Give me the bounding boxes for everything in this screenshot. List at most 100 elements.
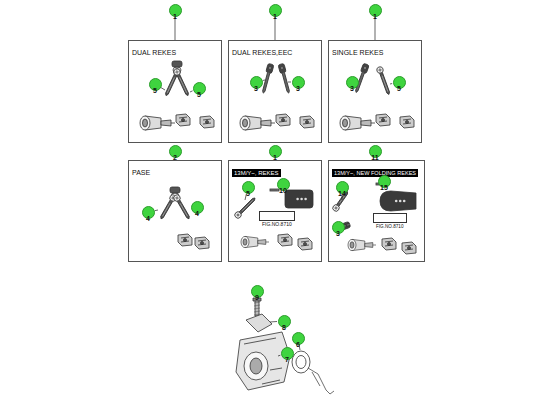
callout-marker: 11 [369, 145, 382, 158]
callout-marker: 5 [242, 181, 255, 194]
kit-panel: SINGLE REKES [328, 40, 422, 143]
leader-line [270, 321, 277, 323]
callout-marker: 7 [281, 347, 294, 360]
part-drawing [200, 116, 214, 128]
figure-reference: FIG.NO.8710 [376, 224, 404, 230]
callout-number: 3 [350, 85, 354, 92]
callout-marker: 4 [191, 201, 204, 214]
figure-reference: FIG.NO.8710 [262, 221, 292, 227]
leader-line [175, 17, 176, 40]
part-drawing [376, 114, 390, 126]
callout-marker: 2 [169, 145, 182, 158]
part-drawing [382, 238, 396, 250]
part-drawing [278, 234, 292, 246]
model-year-band: 13M/Y~, NEW FOLDING REKES [332, 169, 418, 177]
callout-number: 1 [273, 13, 277, 20]
callout-marker: 5 [193, 82, 206, 95]
kit-panel: 13M/Y~, NEW FOLDING REKES FIG.NO.8710 [328, 160, 425, 262]
part-drawing [270, 189, 279, 191]
part-drawing [276, 114, 290, 126]
leader-line [161, 88, 165, 90]
callout-number: 9 [255, 294, 259, 301]
leader-line [155, 210, 158, 212]
part-drawing [163, 68, 181, 97]
panel-heading: DUAL REKES [132, 48, 176, 57]
callout-number: 3 [336, 230, 340, 237]
part-drawing [380, 191, 416, 211]
callout-marker: 3 [292, 76, 305, 89]
leader-line [275, 17, 276, 40]
callout-number: 4 [146, 215, 150, 222]
callout-number: 5 [246, 190, 250, 197]
part-drawing [140, 116, 175, 130]
callout-number: 5 [397, 85, 401, 92]
leader-line [390, 83, 392, 84]
part-drawing [241, 236, 269, 247]
callout-number: 15 [380, 184, 388, 191]
model-year-band: 13M/Y~, REKES [232, 169, 281, 177]
part-drawing [298, 238, 312, 250]
callout-number: 11 [371, 154, 378, 161]
leader-line [288, 82, 291, 83]
part-drawing [340, 116, 375, 130]
callout-marker: 9 [251, 285, 264, 298]
callout-number: 14 [338, 190, 346, 197]
part-drawing [332, 190, 351, 213]
callout-number: 1 [173, 13, 177, 20]
callout-number: 10 [279, 187, 287, 194]
callout-marker: 10 [277, 178, 290, 191]
callout-number: 5 [197, 91, 201, 98]
leader-line [375, 17, 376, 40]
callout-marker: 3 [332, 221, 345, 234]
callout-number: 1 [373, 13, 377, 20]
figure-reference-box: FIG.NO.8710 [373, 213, 407, 223]
callout-marker: 5 [393, 76, 406, 89]
kit-panel: DUAL REKES,EEC [228, 40, 322, 143]
leader-line [190, 91, 193, 92]
figure-reference-box: FIG.NO.8710 [259, 211, 295, 221]
part-drawing [400, 116, 414, 128]
leader-line [263, 80, 265, 81]
callout-marker: 3 [250, 76, 263, 89]
part-drawing [173, 194, 192, 221]
callout-marker: 6 [292, 332, 305, 345]
callout-marker: 3 [346, 76, 359, 89]
callout-number: 4 [195, 210, 199, 217]
kit-panel: 13M/Y~, REKES FIG.NO.8710 [228, 160, 322, 262]
leader-line [278, 355, 280, 357]
part-drawing [240, 116, 275, 130]
part-drawing [402, 242, 416, 254]
part-drawing [300, 116, 314, 128]
kit-panel: DUAL REKES [128, 40, 222, 143]
part-drawing [173, 68, 191, 97]
callout-marker: 1 [269, 145, 282, 158]
callout-marker: 15 [378, 175, 391, 188]
callout-marker: 14 [336, 181, 349, 194]
panel-heading: PASE [132, 168, 150, 177]
callout-number: 3 [254, 85, 258, 92]
part-drawing [278, 63, 292, 94]
callout-marker: 1 [269, 4, 282, 17]
part-drawing [260, 63, 274, 94]
leader-lines [155, 17, 392, 356]
part-drawing [236, 298, 334, 394]
panel-heading: DUAL REKES,EEC [232, 48, 292, 57]
part-drawing [178, 234, 192, 246]
part-drawing [348, 239, 376, 250]
callout-marker: 1 [169, 4, 182, 17]
callout-number: 8 [282, 324, 286, 331]
panel-heading: SINGLE REKES [332, 48, 383, 57]
callout-number: 5 [153, 87, 157, 94]
callout-number: 2 [173, 154, 177, 161]
callout-marker: 8 [278, 315, 291, 328]
callout-number: 6 [296, 341, 300, 348]
part-drawing [285, 190, 313, 208]
callout-number: 1 [273, 154, 277, 161]
callout-marker: 4 [142, 206, 155, 219]
part-drawing [195, 237, 209, 249]
callout-number: 3 [296, 85, 300, 92]
callout-marker: 1 [369, 4, 382, 17]
part-drawing [176, 114, 190, 126]
